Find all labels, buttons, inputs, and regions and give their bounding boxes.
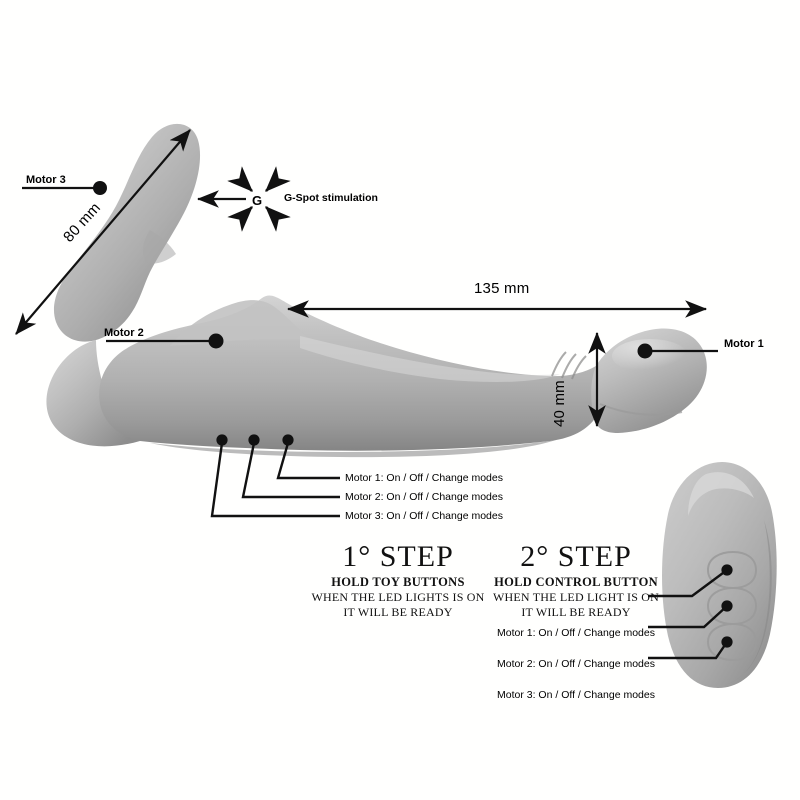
- toy-callout-motor-3: Motor 3: On / Off / Change modes: [345, 510, 503, 522]
- toy-ridges: [551, 351, 587, 380]
- motor-2-leader: [106, 333, 224, 349]
- toy-button-leaders: [210, 442, 340, 518]
- remote-callout-motor-2: Motor 2: On / Off / Change modes: [497, 658, 655, 670]
- toy-button-dots: [216, 434, 294, 446]
- remote-button-dot-2: [721, 600, 733, 612]
- toy-button-dot-1: [282, 434, 294, 446]
- remote-button-leaders: [648, 569, 728, 660]
- label-motor-1: Motor 1: [724, 338, 764, 350]
- dimension-80mm-line: [15, 129, 191, 335]
- toy-callout-motor-1: Motor 1: On / Off / Change modes: [345, 472, 503, 484]
- remote-button-dot-1: [721, 564, 733, 576]
- remote-edge-shadow: [728, 520, 772, 684]
- remote-callout-motor-1: Motor 1: On / Off / Change modes: [497, 627, 655, 639]
- step-1-note-line-1: WHEN THE LED LIGHTS IS ON: [311, 589, 485, 604]
- step-1-subtitle: HOLD TOY BUTTONS: [331, 574, 465, 589]
- remote-button-dots: [721, 564, 733, 648]
- motor-1-leader: [637, 343, 718, 359]
- label-dimension-135mm: 135 mm: [474, 280, 530, 297]
- step-1-block: 1° STEP HOLD TOY BUTTONS WHEN THE LED LI…: [305, 541, 491, 620]
- label-dimension-40mm: 40 mm: [551, 380, 568, 427]
- gspot-icon: [196, 166, 291, 232]
- remote-highlight: [688, 472, 754, 516]
- step-1-note-line-2: IT WILL BE READY: [343, 605, 453, 620]
- remote-button-recesses: [706, 550, 758, 662]
- toy-callout-motor-2: Motor 2: On / Off / Change modes: [345, 491, 503, 503]
- label-motor-2: Motor 2: [104, 327, 144, 339]
- label-motor-3: Motor 3: [26, 174, 66, 186]
- remote-control-group: [648, 462, 777, 688]
- remote-callout-motor-3: Motor 3: On / Off / Change modes: [497, 689, 655, 701]
- toy-body-group: [46, 123, 707, 458]
- toy-button-dot-3: [216, 434, 228, 446]
- toy-button-dot-2: [248, 434, 260, 446]
- toy-hump: [170, 300, 310, 346]
- step-1-title: 1° STEP: [342, 540, 454, 573]
- toy-shaft-highlight: [300, 336, 560, 382]
- toy-shaft: [99, 295, 604, 451]
- step-2-block: 2° STEP HOLD CONTROL BUTTON WHEN THE LED…: [478, 541, 674, 620]
- label-gspot-stimulation: G-Spot stimulation: [284, 192, 378, 204]
- step-2-note-line-2: IT WILL BE READY: [521, 605, 631, 620]
- step-2-subtitle: HOLD CONTROL BUTTON: [494, 574, 658, 589]
- toy-head-underline: [599, 403, 683, 416]
- gspot-icon-letter: G: [252, 193, 263, 208]
- step-2-note-line-1: WHEN THE LED LIGHT IS ON: [493, 589, 659, 604]
- remote-button-dot-3: [721, 636, 733, 648]
- step-2-title: 2° STEP: [520, 540, 632, 573]
